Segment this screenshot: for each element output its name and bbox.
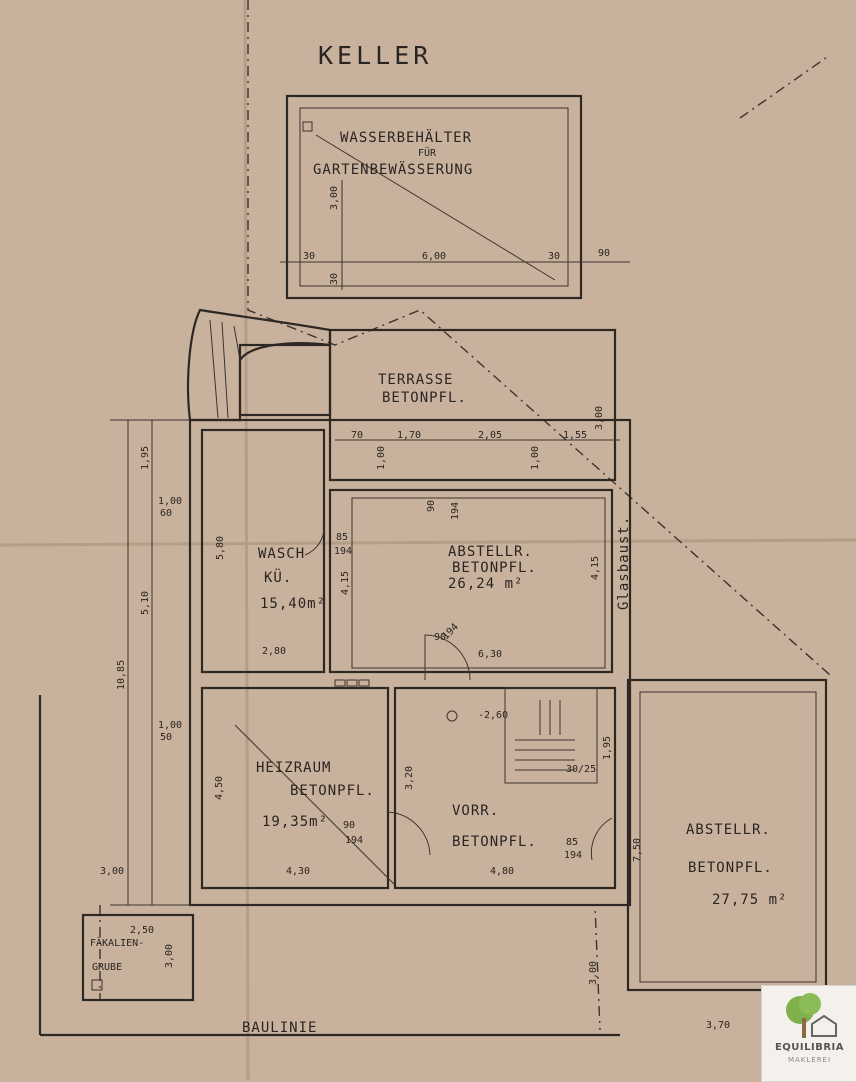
dim-left-7: 50 [160,732,172,743]
dim-wasch-w: 2,80 [262,646,286,657]
heiz-area: 19,35m² [262,814,328,830]
room-waschkueche: WASCH KÜ. 15,40m² 5,80 2,80 85 194 [200,428,352,674]
stair-x: 1,95 [602,736,613,760]
tank-label-1: WASSERBEHÄLTER [340,128,472,146]
paper-fold [0,538,856,547]
dim-door-wasch2: 194 [334,546,352,557]
dim-left-8: 3,00 [100,866,124,877]
dim-terr-a: 70 [351,430,363,441]
dim-left-4: 5,10 [140,591,151,615]
dim-door-wasch: 85 [336,532,348,543]
dim-terr-e: 3,00 [594,406,605,430]
room-abstell-2: ABSTELLR. BETONPFL. 27,75 m² 7,50 3,70 3… [588,678,828,1031]
dim-terr-d: 1,55 [563,430,587,441]
logo-subtitle: MAKLEREI [787,1056,832,1064]
dim-left-3: 60 [160,508,172,519]
dim-heiz-w: 4,30 [286,866,310,877]
dim-abst-h: 4,15 [340,571,351,595]
dim-door-vorr2: 194 [564,850,582,861]
dim-abst-w: 6,30 [478,649,502,660]
property-line [247,0,831,676]
stair-level: -2,60 [478,710,508,721]
dim-door-heiz: 90 [343,820,355,831]
dim-tank-gap: 90 [598,248,610,259]
dim-abst-h2: 4,15 [590,556,601,580]
grube-floor: GRUBE [92,962,122,973]
dim-tank-wall-r: 30 [548,251,560,262]
heiz-floor: BETONPFL. [290,783,375,799]
glasbaustein-label: Glasbaust. [616,516,632,610]
dim-terr-b: 1,70 [397,430,421,441]
tank-label-2: FÜR [418,146,437,159]
dim-heiz-h: 4,50 [214,776,225,800]
company-logo: EQUILIBRIA MAKLEREI [761,985,856,1082]
dim-door-vorr: 85 [566,837,578,848]
dim-door-a-top2: 194 [450,502,461,520]
water-tank: WASSERBEHÄLTER FÜR GARTENBEWÄSSERUNG 30 … [280,94,630,300]
dim-tank-height: 3,00 [329,186,340,210]
baseline-label: BAULINIE [242,1020,317,1036]
dim-abst2-low: 3,00 [588,961,599,985]
abstell1-area: 26,24 m² [448,576,523,592]
dim-vorr-h: 3,20 [404,766,415,790]
abstell2-name: ABSTELLR. [686,822,771,838]
logo-name: EQUILIBRIA [774,1042,845,1053]
vorr-name: VORR. [452,803,499,819]
dim-abst2-h: 7,50 [632,838,643,862]
room-terrasse: TERRASSE BETONPFL. 70 1,70 2,05 1,55 3,0… [328,328,620,482]
wasch-name: WASCH [258,546,305,562]
tank-label-3: GARTENBEWÄSSERUNG [313,160,473,178]
dim-left-1: 1,95 [140,446,151,470]
room-grube: FÄKALIEN- GRUBE 2,50 3,00 [81,913,195,1002]
dim-terr-g: 1,00 [530,446,541,470]
basement-outline [188,418,632,907]
dim-tank-bottom: 30 [329,273,340,285]
tree-house-icon [786,993,837,1038]
dim-grube-w: 2,50 [130,925,154,936]
grube-name: FÄKALIEN- [90,936,144,949]
dim-left-2: 1,00 [158,496,182,507]
outdoor-stair [186,308,332,422]
dim-left-6: 1,00 [158,720,182,731]
inner-stair: 30/25 1,95 [504,687,613,784]
dim-tank-width: 6,00 [422,251,446,262]
vorr-floor: BETONPFL. [452,834,537,850]
property-line [739,54,831,119]
abstell2-area: 27,75 m² [712,892,787,908]
left-dimension-chain: 1,95 1,00 60 5,10 10,85 1,00 50 3,00 [100,419,200,906]
terrasse-name: TERRASSE [378,372,453,388]
dim-grube-h: 3,00 [164,944,175,968]
room-heizraum: HEIZRAUM BETONPFL. 19,35m² 4,50 4,30 90 … [200,679,431,890]
wasch-area: 15,40m² [260,596,326,612]
dim-left-5: 10,85 [116,660,127,690]
dim-terr-c: 2,05 [478,430,502,441]
heiz-name: HEIZRAUM [256,760,331,776]
dim-door-heiz2: 194 [345,835,363,846]
room-abstell-1: ABSTELLR. BETONPFL. 26,24 m² 4,15 4,15 6… [328,488,632,681]
abstell1-name: ABSTELLR. [448,544,533,560]
dim-door-a-top: 90 [426,500,437,512]
dim-abst2-w: 3,70 [706,1020,730,1031]
boundary-line [190,904,601,1031]
paper-fold [243,0,250,1080]
abstell2-floor: BETONPFL. [688,860,773,876]
dim-vorr-w: 4,80 [490,866,514,877]
stair-step: 30/25 [566,764,596,775]
terrasse-floor: BETONPFL. [382,390,467,406]
abstell1-floor: BETONPFL. [452,560,537,576]
wasch-floor: KÜ. [264,568,292,586]
dim-wasch-h: 5,80 [215,536,226,560]
plan-title: KELLER [318,41,432,70]
dim-terr-f: 1,00 [376,446,387,470]
dim-tank-wall-l: 30 [303,251,315,262]
